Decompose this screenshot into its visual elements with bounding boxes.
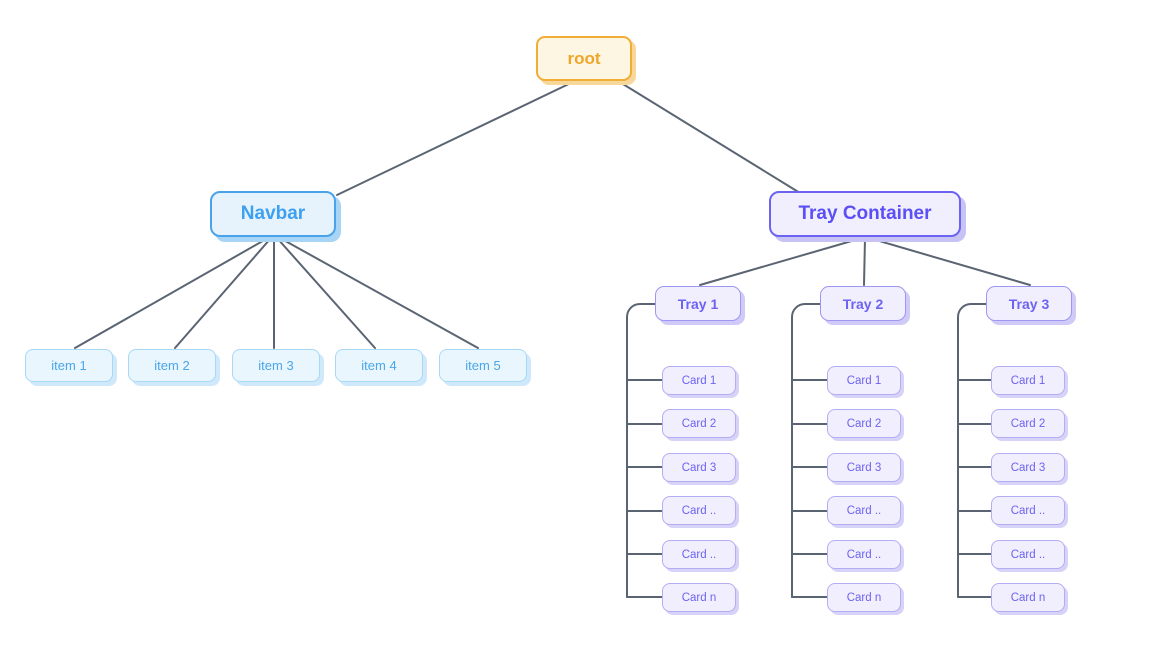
node-tray-1-card-1[interactable]: Card 1 — [662, 366, 736, 395]
edge-tray-3-elbow — [957, 303, 987, 598]
edge-tray-container-to-tray-3 — [868, 237, 1031, 286]
node-tray-1-card-6[interactable]: Card n — [662, 583, 736, 612]
node-tray-3[interactable]: Tray 3 — [986, 286, 1072, 321]
node-navbar-item-2[interactable]: item 2 — [128, 349, 216, 382]
edge-navbar-to-item-2 — [174, 237, 272, 349]
node-navbar-item-4[interactable]: item 4 — [335, 349, 423, 382]
node-tray-1-card-5[interactable]: Card .. — [662, 540, 736, 569]
edge-tray-container-to-tray-2 — [863, 237, 866, 286]
edge-navbar-to-item-5 — [279, 237, 479, 349]
node-tray-3-card-5[interactable]: Card .. — [991, 540, 1065, 569]
node-tray-2-card-6[interactable]: Card n — [827, 583, 901, 612]
node-tray-container[interactable]: Tray Container — [769, 191, 961, 237]
node-tray-3-card-3[interactable]: Card 3 — [991, 453, 1065, 482]
node-navbar-item-1[interactable]: item 1 — [25, 349, 113, 382]
node-tray-3-card-4[interactable]: Card .. — [991, 496, 1065, 525]
node-tray-1-card-2[interactable]: Card 2 — [662, 409, 736, 438]
node-navbar[interactable]: Navbar — [210, 191, 336, 237]
edge-tray-1-elbow — [626, 303, 656, 598]
edge-navbar-to-item-1 — [74, 237, 269, 349]
edge-tray-2-elbow — [791, 303, 821, 598]
node-tray-2-card-2[interactable]: Card 2 — [827, 409, 901, 438]
node-tray-2[interactable]: Tray 2 — [820, 286, 906, 321]
node-root[interactable]: root — [536, 36, 632, 81]
node-navbar-item-3[interactable]: item 3 — [232, 349, 320, 382]
edge-navbar-to-item-4 — [276, 237, 376, 349]
node-tray-2-card-4[interactable]: Card .. — [827, 496, 901, 525]
node-tray-2-card-3[interactable]: Card 3 — [827, 453, 901, 482]
node-tray-3-card-1[interactable]: Card 1 — [991, 366, 1065, 395]
node-tray-1-card-3[interactable]: Card 3 — [662, 453, 736, 482]
node-tray-1-card-4[interactable]: Card .. — [662, 496, 736, 525]
node-tray-3-card-2[interactable]: Card 2 — [991, 409, 1065, 438]
node-tray-2-card-1[interactable]: Card 1 — [827, 366, 901, 395]
edge-root-to-tray-container — [617, 80, 801, 194]
edge-tray-container-to-tray-1 — [699, 237, 863, 286]
node-tray-3-card-6[interactable]: Card n — [991, 583, 1065, 612]
node-navbar-item-5[interactable]: item 5 — [439, 349, 527, 382]
edge-root-to-navbar — [336, 80, 576, 196]
node-tray-2-card-5[interactable]: Card .. — [827, 540, 901, 569]
node-tray-1[interactable]: Tray 1 — [655, 286, 741, 321]
